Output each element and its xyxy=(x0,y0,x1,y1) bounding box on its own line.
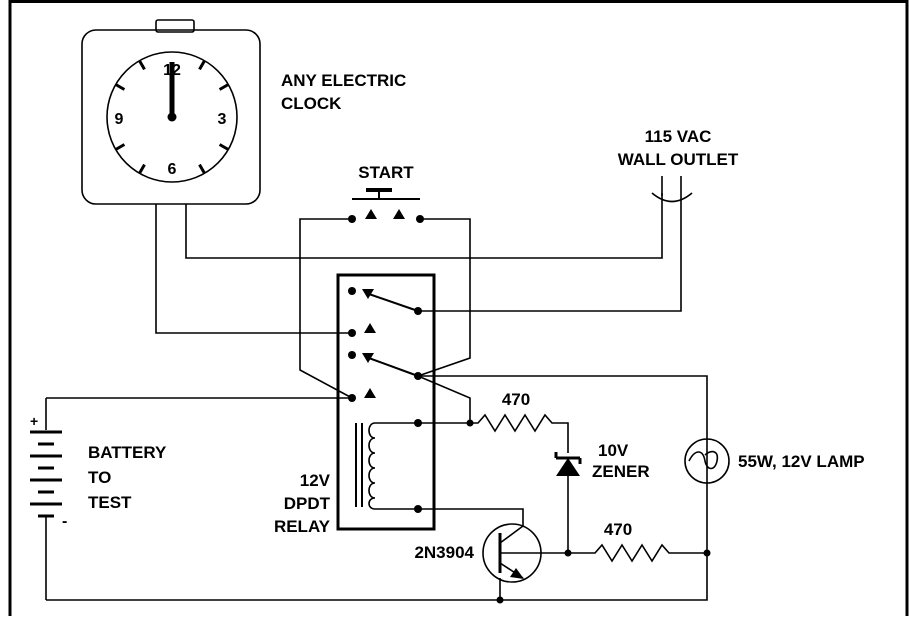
start-wire-left xyxy=(299,218,353,399)
clock-handle xyxy=(155,19,195,33)
outer-border xyxy=(8,0,909,616)
zener-label-line2: ZENER xyxy=(592,462,650,481)
battery-minus: - xyxy=(62,513,67,530)
electric-clock: 12 3 6 9 xyxy=(81,19,261,205)
resistor-bottom-label: 470 xyxy=(604,520,632,539)
start-label: START xyxy=(358,163,414,182)
relay-coil-winding xyxy=(368,422,418,510)
relay-label-line1: 12V xyxy=(300,471,331,490)
clock-numeral-9: 9 xyxy=(115,111,124,128)
start-pushbutton xyxy=(348,188,424,223)
clock-body xyxy=(81,29,261,205)
clock-numeral-6: 6 xyxy=(168,161,177,178)
outlet-wire-hot xyxy=(418,196,682,312)
battery-symbol xyxy=(30,398,62,600)
zener-label-line1: 10V xyxy=(598,441,629,460)
relay-label-line3: RELAY xyxy=(274,517,331,536)
outlet-label-line2: WALL OUTLET xyxy=(618,150,739,169)
start-wire-right xyxy=(417,218,471,377)
transistor-label: 2N3904 xyxy=(414,543,474,562)
clock-cord-left xyxy=(155,204,352,334)
plug-cap xyxy=(651,192,693,203)
transistor-collector-wire xyxy=(418,508,524,544)
battery-plus: + xyxy=(30,413,38,429)
relay-housing xyxy=(336,273,436,531)
resistor-bottom xyxy=(540,543,707,563)
clock-face xyxy=(106,51,238,183)
relay-coil xyxy=(355,419,422,513)
wall-outlet-plug xyxy=(651,176,693,203)
transistor-2n3904 xyxy=(418,508,542,600)
clock-center xyxy=(167,112,177,122)
outlet-label-line1: 115 VAC xyxy=(645,127,712,146)
clock-label-line2: CLOCK xyxy=(281,94,342,113)
clock-ticks xyxy=(114,59,230,175)
lamp-symbol xyxy=(684,438,730,484)
resistor-top-label: 470 xyxy=(502,390,530,409)
battery-label-line2: TO xyxy=(88,468,111,487)
relay-label-line2: DPDT xyxy=(284,494,331,513)
resistor-top xyxy=(418,413,569,453)
clock-cord-right xyxy=(185,193,663,259)
coil-feed-wire xyxy=(417,375,471,423)
zener-diode xyxy=(554,452,582,476)
relay-contacts xyxy=(348,287,422,402)
clock-numeral-3: 3 xyxy=(218,111,227,128)
battery-label-line1: BATTERY xyxy=(88,443,167,462)
battery-label-line3: TEST xyxy=(88,493,132,512)
lamp-label: 55W, 12V LAMP xyxy=(738,452,865,471)
clock-label-line1: ANY ELECTRIC xyxy=(281,71,406,90)
lamp-supply-and-ground-wire xyxy=(46,375,708,601)
